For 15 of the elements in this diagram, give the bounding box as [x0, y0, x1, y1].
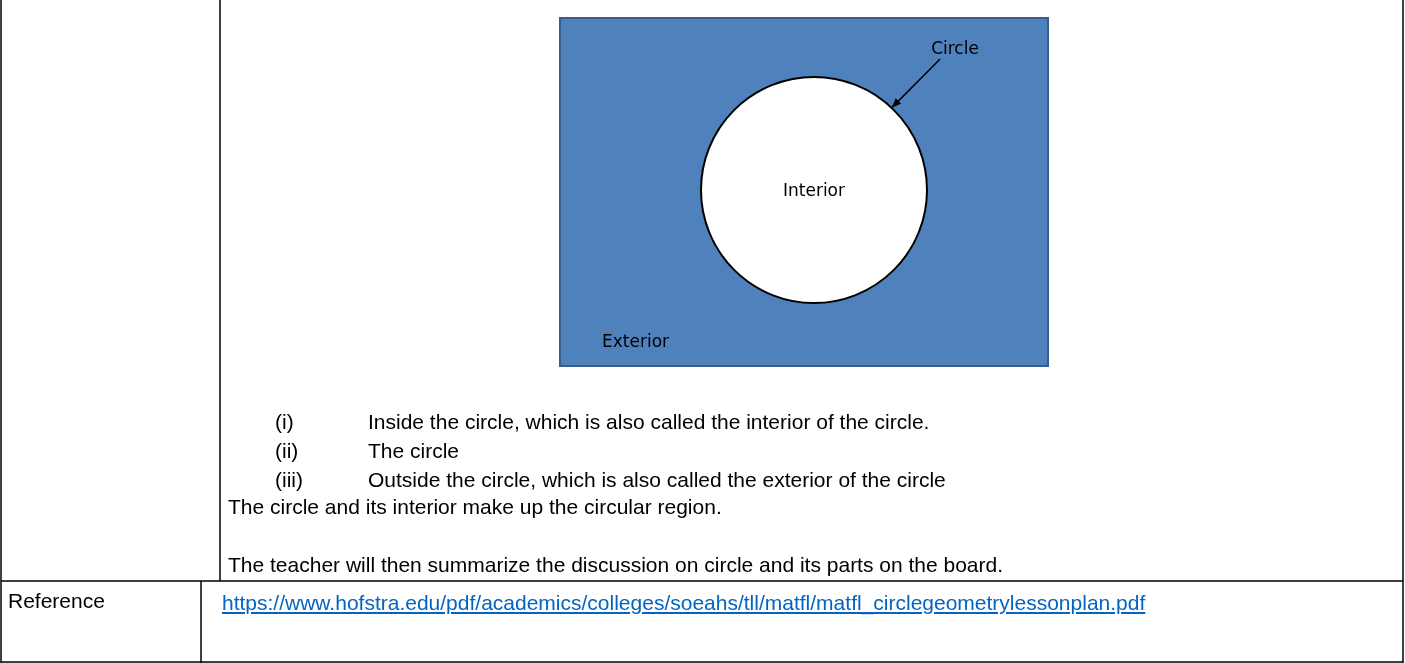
circle-disc: Interior: [700, 76, 928, 304]
list-numeral: (ii): [275, 439, 299, 463]
paragraph-text: The teacher will then summarize the discussion on circle and its parts on the board.: [228, 553, 1004, 577]
list-item-text: The circle: [368, 439, 460, 463]
paragraph-text: The circle and its interior make up the circular region.: [228, 495, 722, 519]
region-label: Exterior: [602, 331, 670, 351]
callout-label: Circle: [923, 35, 987, 61]
exterior-region: [559, 17, 1049, 367]
row-header-text: Reference: [8, 589, 105, 613]
list-item-text: Inside the circle, which is also called the interior of the circle.: [368, 410, 930, 434]
reference-link: https://www.hofstra.edu/pdf/academics/colleges/soeahs/tll/matfl/matfl_circlegeometrylessonplan.pdf: [222, 590, 1147, 617]
list-item-text: Outside the circle, which is also called the exterior of the circle: [368, 468, 946, 492]
leader-line: [891, 58, 941, 108]
list-numeral: (i): [275, 410, 294, 434]
list-numeral: (iii): [275, 468, 303, 492]
